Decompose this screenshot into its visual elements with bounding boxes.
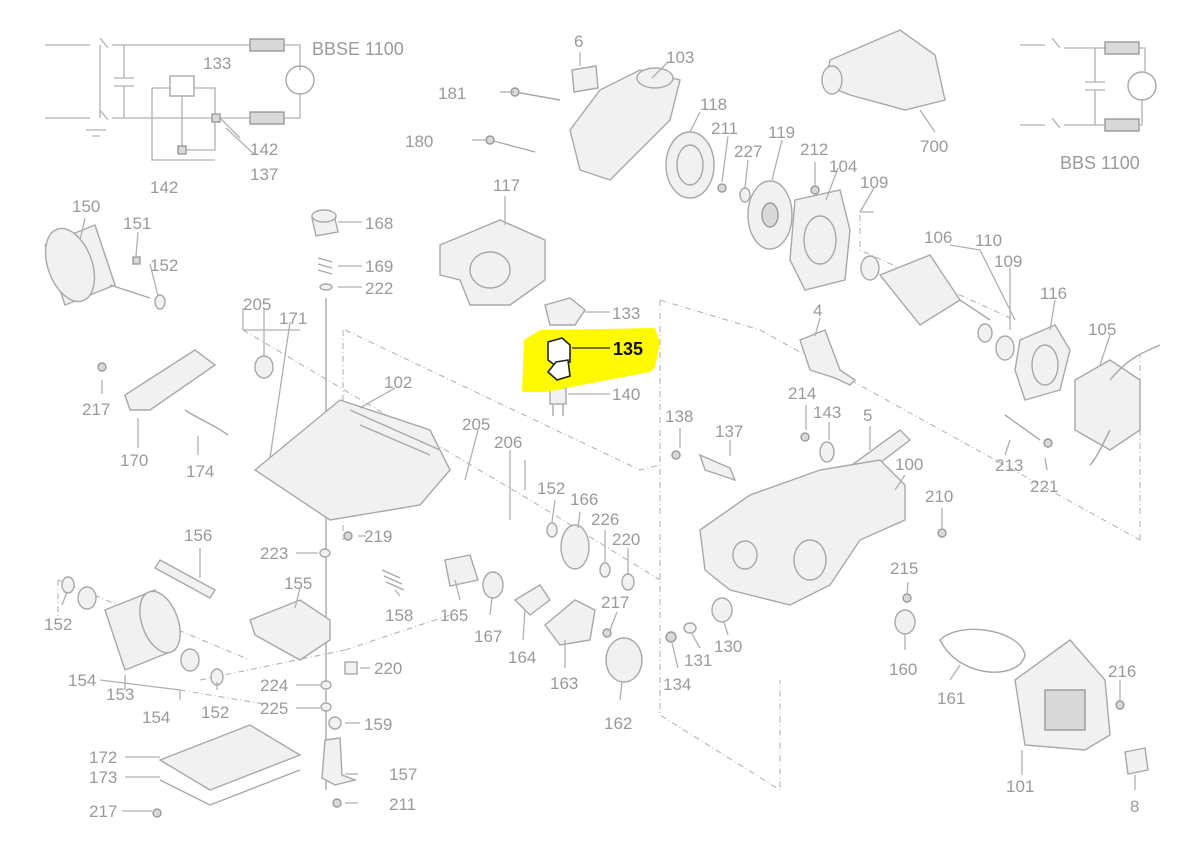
callout-163: 163 (550, 674, 578, 693)
callout-211b: 211 (389, 795, 416, 814)
callout-131: 131 (684, 651, 712, 670)
callout-216: 216 (1108, 662, 1136, 681)
callout-152c: 152 (44, 615, 72, 634)
callout-220b: 220 (374, 659, 402, 678)
parts-art (44, 29, 1161, 818)
callout-700: 700 (920, 137, 948, 156)
callout-170: 170 (120, 451, 148, 470)
callout-214: 214 (788, 384, 816, 403)
callout-101: 101 (1006, 777, 1034, 796)
callout-212: 212 (800, 140, 828, 159)
callout-221: 221 (1030, 477, 1058, 496)
callouts: 133 142 137 142 6 103 118 181 180 211 11… (44, 32, 1139, 821)
callout-106: 106 (924, 228, 952, 247)
part-135-art[interactable] (546, 337, 610, 381)
callout-160: 160 (889, 660, 917, 679)
callout-222: 222 (365, 279, 393, 298)
callout-164: 164 (508, 648, 536, 667)
callout-142: 142 (150, 178, 178, 197)
callout-109b: 109 (994, 252, 1022, 271)
callout-116: 116 (1040, 284, 1067, 303)
callout-226: 226 (591, 510, 619, 529)
leader-lines (61, 52, 1136, 812)
callout-227: 227 (734, 142, 762, 161)
callout-173: 173 (89, 768, 117, 787)
callout-165: 165 (440, 606, 468, 625)
callout-137b: 137 (715, 422, 743, 441)
callout-133: 133 (203, 54, 231, 73)
callout-169: 169 (365, 257, 393, 276)
callout-215: 215 (890, 559, 918, 578)
callout-220: 220 (612, 530, 640, 549)
callout-219: 219 (364, 527, 392, 546)
schematic-bbs: BBS 1100 (1020, 37, 1157, 173)
callout-167: 167 (474, 627, 502, 646)
callout-100: 100 (895, 455, 923, 474)
callout-162: 162 (604, 714, 632, 733)
callout-155: 155 (284, 574, 312, 593)
schematic-label-bbse: BBSE 1100 (312, 39, 404, 59)
callout-135[interactable]: 135 (613, 339, 643, 359)
callout-181: 181 (438, 84, 466, 103)
callout-180: 180 (405, 132, 433, 151)
callout-158: 158 (385, 606, 413, 625)
callout-102: 102 (384, 373, 412, 392)
callout-224: 224 (260, 676, 288, 695)
callout-109: 109 (860, 173, 888, 192)
callout-6: 6 (574, 32, 583, 51)
callout-105: 105 (1088, 320, 1116, 339)
callout-159: 159 (364, 715, 392, 734)
callout-4: 4 (813, 301, 822, 320)
callout-134: 134 (663, 675, 691, 694)
callout-142: 142 (250, 140, 278, 159)
callout-138: 138 (665, 407, 693, 426)
callout-5: 5 (863, 406, 872, 425)
callout-205: 205 (243, 295, 271, 314)
callout-217: 217 (82, 400, 110, 419)
callout-206: 206 (494, 433, 522, 452)
callout-143: 143 (813, 403, 841, 422)
schematic-label-bbs: BBS 1100 (1060, 153, 1140, 173)
highlight-region (522, 328, 660, 392)
callout-137: 137 (250, 165, 278, 184)
callout-154b: 154 (142, 708, 170, 727)
callout-217b: 217 (601, 593, 629, 612)
callout-117: 117 (493, 176, 520, 195)
callout-154: 154 (68, 671, 96, 690)
callout-166: 166 (570, 490, 598, 509)
callout-171: 171 (279, 309, 307, 328)
callout-8: 8 (1130, 797, 1139, 816)
callout-110: 110 (975, 231, 1002, 250)
callout-210: 210 (925, 487, 953, 506)
callout-103: 103 (666, 48, 694, 67)
callout-211: 211 (711, 119, 738, 138)
callout-168: 168 (365, 214, 393, 233)
callout-150: 150 (72, 197, 100, 216)
callout-152b: 152 (537, 479, 565, 498)
callout-152: 152 (150, 256, 178, 275)
callout-174: 174 (186, 462, 214, 481)
schematic-bbse: BBSE 1100 (45, 37, 404, 161)
callout-157: 157 (389, 765, 417, 784)
callout-205b: 205 (462, 415, 490, 434)
callout-223: 223 (260, 544, 288, 563)
callout-140: 140 (612, 385, 640, 404)
callout-153: 153 (106, 685, 134, 704)
callout-119: 119 (768, 123, 795, 142)
callout-118: 118 (700, 95, 727, 114)
callout-104: 104 (829, 157, 857, 176)
callout-217c: 217 (89, 802, 117, 821)
callout-151: 151 (123, 214, 151, 233)
callout-225: 225 (260, 699, 288, 718)
callout-172: 172 (89, 748, 117, 767)
callout-156: 156 (184, 526, 212, 545)
callout-130: 130 (714, 637, 742, 656)
callout-213: 213 (995, 456, 1023, 475)
callout-133b: 133 (612, 304, 640, 323)
callout-152d: 152 (201, 703, 229, 722)
callout-161: 161 (937, 689, 965, 708)
